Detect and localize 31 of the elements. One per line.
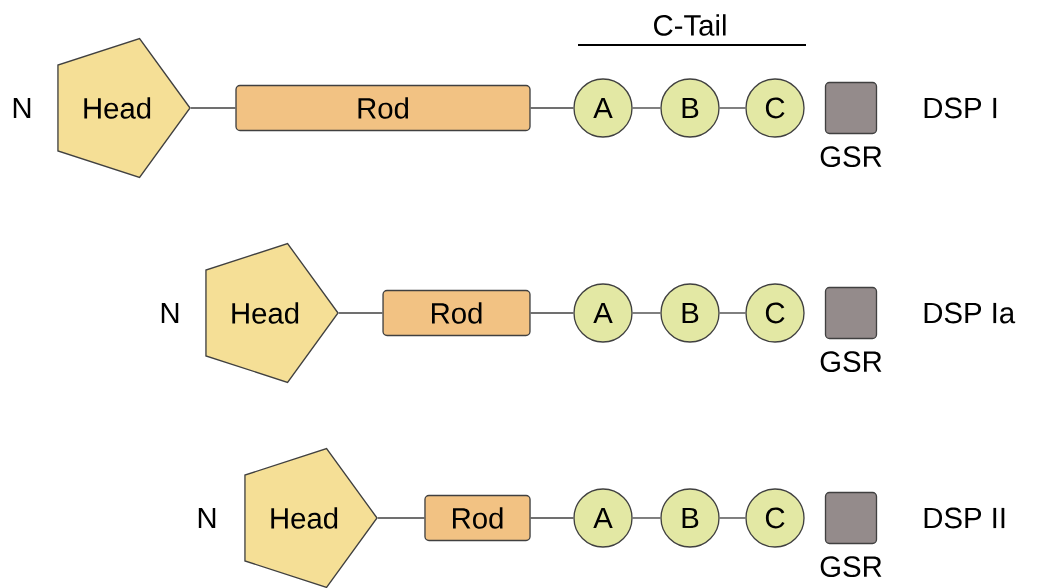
connector-line <box>719 107 746 109</box>
head-pentagon: Head <box>57 37 191 179</box>
terminus-label: N <box>198 507 216 529</box>
rod-box: Rod <box>235 84 531 132</box>
rod-box: Rod <box>424 494 531 542</box>
terminus-label: N <box>161 302 179 324</box>
gsr-label: GSR <box>820 351 882 373</box>
connector-line <box>529 312 574 314</box>
c-tail-label: C-Tail <box>654 14 726 36</box>
connector-line <box>632 312 661 314</box>
connector-line <box>719 312 746 314</box>
isoform-label: DSP II <box>924 507 1005 529</box>
gsr-square <box>824 286 878 340</box>
head-pentagon: Head <box>244 447 378 588</box>
connector-line <box>632 107 661 109</box>
rod-box: Rod <box>382 289 531 337</box>
connector-line <box>530 107 574 109</box>
terminus-label: N <box>13 97 31 119</box>
gsr-label: GSR <box>820 556 882 578</box>
gsr-label: GSR <box>820 146 882 168</box>
isoform-label: DSP I <box>924 97 997 119</box>
isoform-label: DSP Ia <box>924 302 1016 324</box>
head-pentagon: Head <box>205 242 339 384</box>
connector-line <box>530 517 574 519</box>
connector-line <box>719 517 746 519</box>
gsr-square <box>824 81 878 135</box>
connector-line <box>338 312 384 314</box>
connector-line <box>190 107 236 109</box>
gsr-square <box>824 491 878 545</box>
connector-line <box>632 517 661 519</box>
connector-line <box>377 517 425 519</box>
